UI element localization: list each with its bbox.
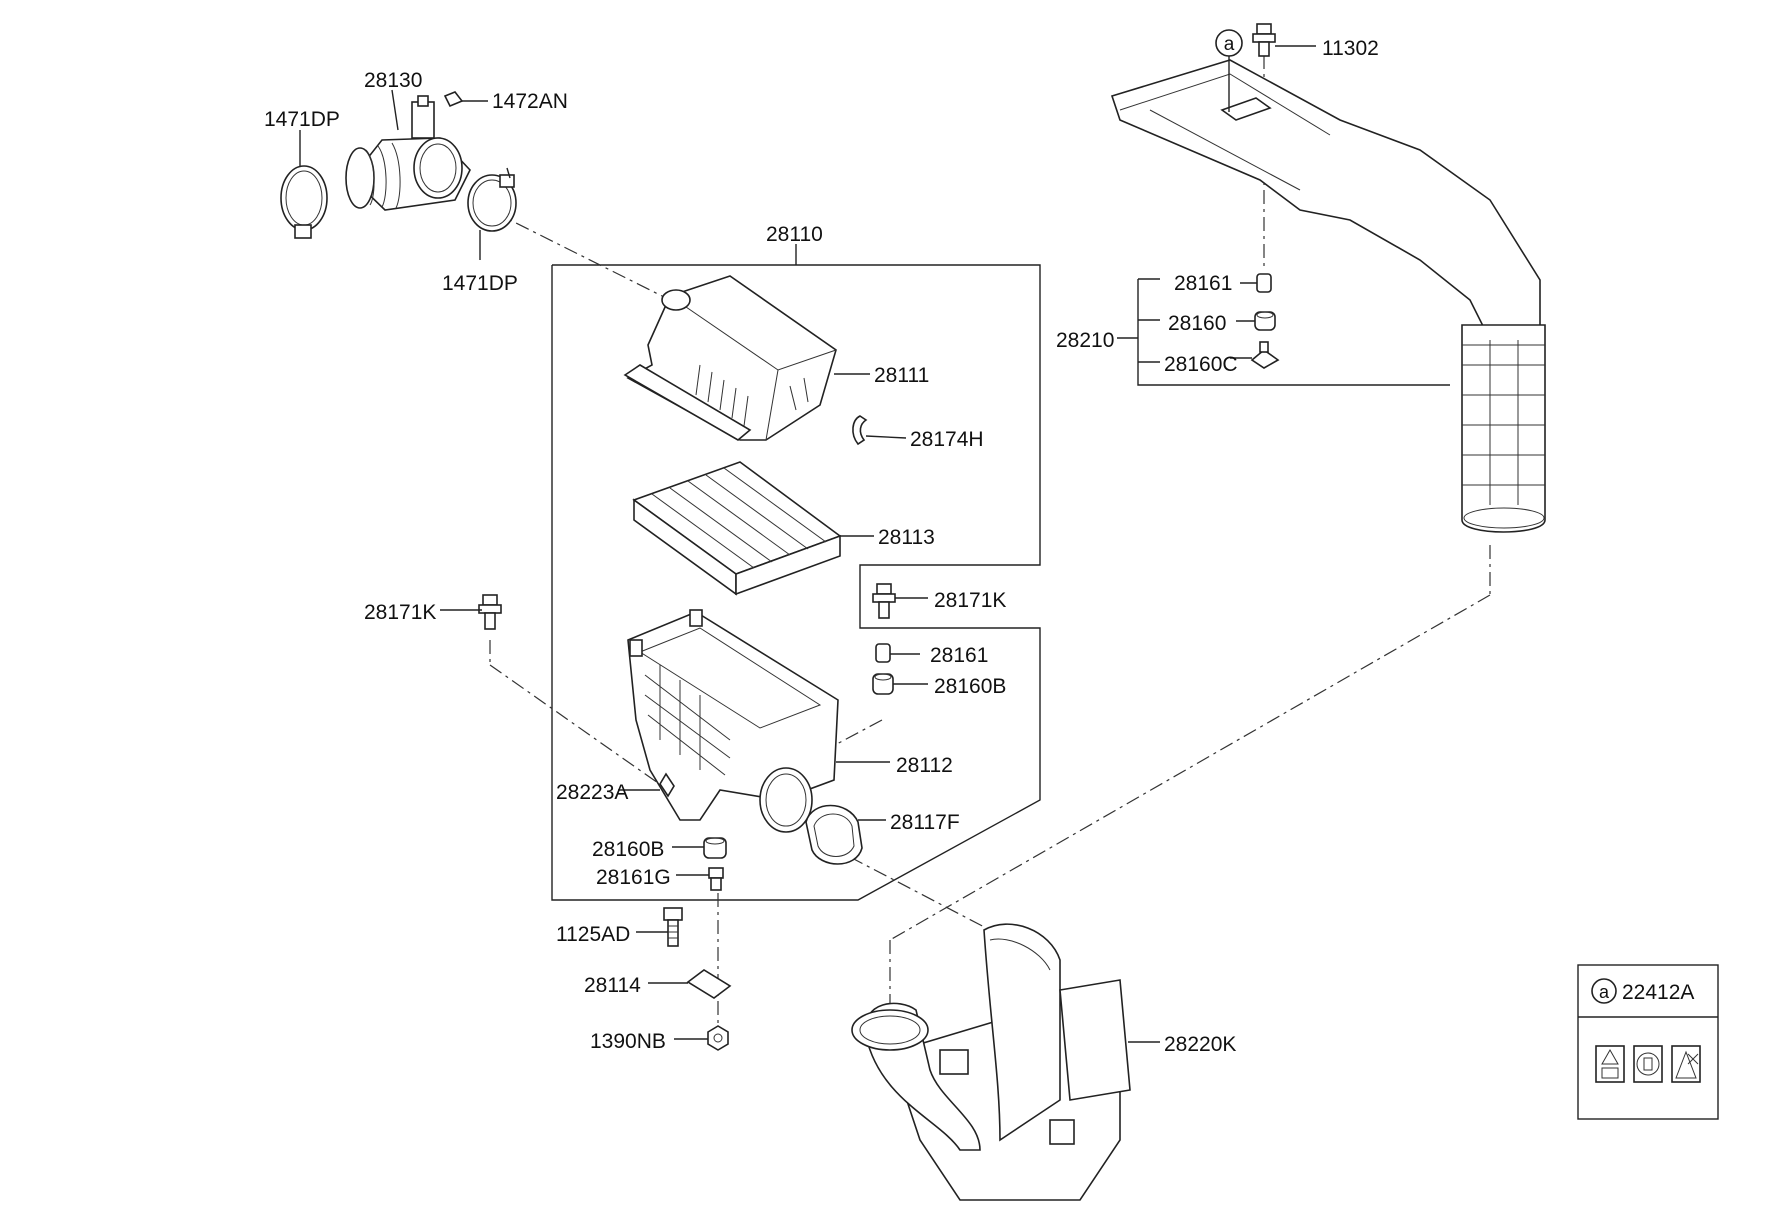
- clip-28174H: [852, 415, 907, 446]
- bolt-11302: [1252, 23, 1316, 57]
- air-flow-sensor-28130: [345, 89, 471, 211]
- resonator-28220K: [851, 923, 1160, 1201]
- svg-text:a: a: [1599, 982, 1610, 1002]
- clip-28223A: [618, 772, 675, 798]
- bolt-1125AD: [636, 907, 683, 947]
- label-1471DP-left: 1471DP: [264, 108, 340, 131]
- label-28112: 28112: [896, 754, 953, 777]
- label-28174H: 28174H: [910, 428, 984, 451]
- label-28117F: 28117F: [890, 811, 960, 834]
- label-28161G: 28161G: [596, 866, 671, 889]
- hose-clamp-1471DP-right: [467, 167, 517, 260]
- label-22412A: 22412A: [1622, 981, 1694, 1004]
- label-1471DP-right: 1471DP: [442, 272, 518, 295]
- air-intake-duct-28210: [1110, 59, 1546, 533]
- warning-label-icon-1: [1595, 1045, 1625, 1083]
- clip-28160C: [1230, 341, 1280, 369]
- air-cleaner-body-28112: [627, 609, 890, 833]
- grommet-28160B-upper: [872, 673, 928, 695]
- label-1125AD: 1125AD: [556, 923, 630, 946]
- label-28160B-lower: 28160B: [592, 838, 664, 861]
- label-11302: 11302: [1322, 37, 1379, 60]
- label-28110: 28110: [766, 223, 823, 246]
- label-28160: 28160: [1168, 312, 1226, 335]
- assembly-frame-28110: [551, 244, 1041, 901]
- leader-lines: [1236, 282, 1257, 322]
- label-28113: 28113: [878, 526, 935, 549]
- clip-1472AN: [443, 91, 488, 108]
- label-28220K: 28220K: [1164, 1033, 1236, 1056]
- svg-text:a: a: [1224, 34, 1235, 55]
- label-1390NB: 1390NB: [590, 1030, 666, 1053]
- air-cleaner-cover-28111: [623, 275, 870, 441]
- label-28130: 28130: [364, 69, 422, 92]
- warning-label-icon-2: [1633, 1045, 1663, 1083]
- label-28171K-right: 28171K: [934, 589, 1006, 612]
- grommet-28161-upper: [1256, 273, 1272, 293]
- label-28161-upper: 28161: [1174, 272, 1232, 295]
- label-28114: 28114: [584, 974, 641, 997]
- label-28160C: 28160C: [1164, 353, 1238, 376]
- grommet-28161G: [676, 867, 724, 891]
- hose-clamp-1471DP-left: [280, 130, 328, 239]
- label-1472AN: 1472AN: [492, 90, 568, 113]
- bracket-28210: [1117, 278, 1450, 386]
- warning-label-icon-3: [1671, 1045, 1701, 1083]
- nut-1390NB: [674, 1025, 729, 1051]
- label-28223A: 28223A: [556, 781, 628, 804]
- callout-a-marker: a: [1215, 29, 1243, 112]
- label-28160B-upper: 28160B: [934, 675, 1006, 698]
- label-28111: 28111: [874, 364, 929, 387]
- grommet-28160: [1254, 311, 1276, 331]
- label-28161-lower: 28161: [930, 644, 988, 667]
- legend-box-22412A: a: [1577, 964, 1719, 1120]
- grommet-28161-right: [875, 643, 920, 663]
- bolt-28171K-left: [440, 594, 502, 630]
- bolt-28171K-right: [872, 583, 928, 619]
- label-28210: 28210: [1056, 329, 1114, 352]
- seal-28117F: [805, 804, 886, 865]
- bracket-28114: [648, 969, 732, 999]
- part-labels: 1471DP 28130 1472AN 1471DP 28110 28111 2…: [264, 37, 1694, 1056]
- label-28171K-left: 28171K: [364, 601, 436, 624]
- air-filter-28113: [632, 461, 874, 596]
- grommet-28160B-lower: [672, 837, 727, 859]
